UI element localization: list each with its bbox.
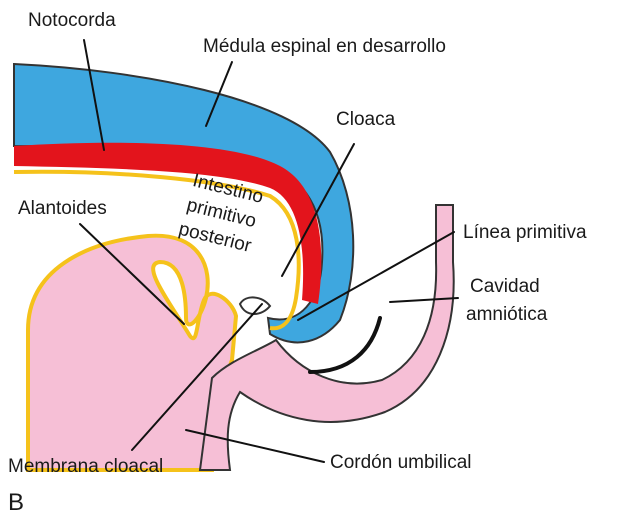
- notochord: [14, 142, 322, 304]
- label-notocorda: Notocorda: [28, 10, 116, 31]
- leader-cordon: [185, 429, 325, 463]
- cloacal-membrane: [238, 296, 272, 315]
- embryo-lower-body: [198, 204, 455, 471]
- hindgut-endoderm: [13, 169, 301, 331]
- label-medula: Médula espinal en desarrollo: [203, 36, 446, 57]
- leader-linea: [297, 231, 455, 321]
- label-cloaca: Cloaca: [336, 109, 396, 130]
- label-cavidad-2: amniótica: [466, 304, 548, 325]
- allantois-tissue: [26, 233, 239, 472]
- panel-letter: B: [8, 489, 24, 516]
- leader-medula: [205, 61, 233, 127]
- label-cordon: Cordón umbilical: [330, 452, 472, 473]
- label-membrana: Membrana cloacal: [8, 456, 163, 477]
- leader-cavidad: [389, 297, 459, 303]
- label-alantoides: Alantoides: [18, 198, 107, 219]
- label-linea: Línea primitiva: [463, 222, 587, 243]
- leader-membrana: [131, 303, 263, 451]
- leader-notocorda: [83, 39, 105, 151]
- leader-cloaca: [281, 143, 355, 277]
- leader-alantoides: [79, 223, 185, 325]
- label-cavidad-1: Cavidad: [470, 276, 540, 297]
- amniotic-arc: [308, 316, 382, 374]
